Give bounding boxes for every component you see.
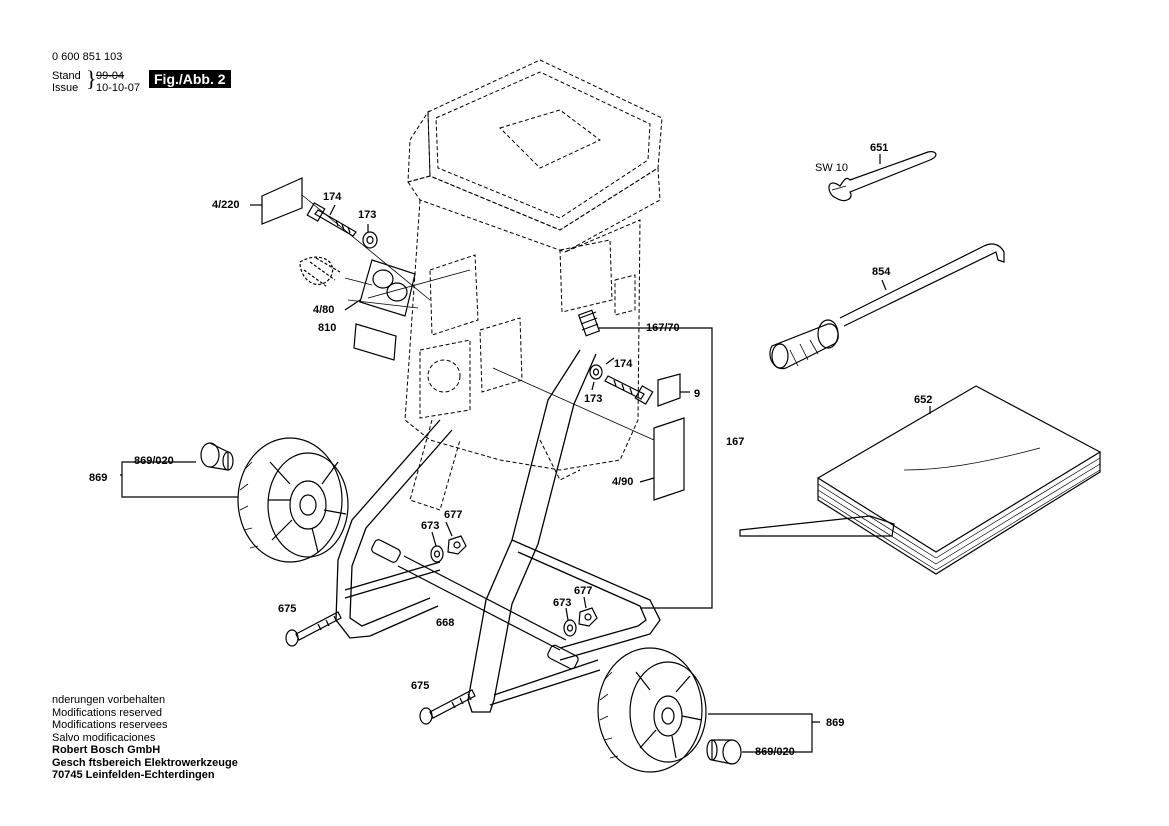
- stand-label: Stand: [52, 70, 81, 82]
- callout-4-80: 4/80: [313, 304, 335, 316]
- screw-174-top: [306, 202, 357, 237]
- callout-673-right: 673: [553, 597, 572, 609]
- bolt-675-left: [285, 611, 342, 647]
- label-4-90: [653, 417, 685, 501]
- handle-bar-854: [769, 243, 1005, 370]
- grease-nipple-167-70: [577, 309, 601, 337]
- callout-174-mid: 174: [614, 358, 633, 370]
- nut-677-right: [578, 607, 598, 627]
- nut-677-left: [447, 535, 467, 555]
- footer-notes: nderungen vorbehalten Modifications rese…: [52, 694, 238, 782]
- callout-167-70: 167/70: [646, 322, 680, 334]
- washer-673-left: [430, 545, 444, 563]
- callout-167: 167: [726, 436, 745, 448]
- callout-810: 810: [318, 322, 337, 334]
- footer-line-5: Robert Bosch GmbH: [52, 744, 161, 756]
- footer-line-4: Salvo modificaciones: [52, 731, 156, 744]
- callout-sw10: SW 10: [815, 162, 849, 174]
- callout-174-top: 174: [323, 191, 342, 203]
- hub-cap-left: [200, 442, 234, 471]
- callout-668: 668: [436, 617, 455, 629]
- callout-869-left: 869: [89, 472, 108, 484]
- footer-line-3: Modifications reservees: [52, 719, 168, 731]
- label-9: [657, 373, 681, 407]
- callout-651: 651: [870, 142, 889, 154]
- figure-tag: Fig./Abb. 2: [149, 70, 231, 88]
- washer-173-top: [362, 231, 378, 249]
- hub-cap-right: [706, 739, 742, 765]
- callout-9: 9: [694, 388, 701, 400]
- axle-668: [371, 539, 579, 670]
- wrench-651: [828, 151, 937, 202]
- washer-173-mid: [589, 364, 603, 380]
- screw-174-mid: [604, 375, 654, 405]
- shredder-housing-outline: [404, 59, 663, 511]
- callout-4-220: 4/220: [212, 199, 240, 211]
- wheel-right: [597, 647, 707, 773]
- footer-line-6: Gesch ftsbereich Elektrowerkzeuge: [52, 756, 238, 769]
- footer-line-1: nderungen vorbehalten: [52, 694, 166, 706]
- footer-line-2: Modifications reserved: [52, 706, 163, 719]
- callout-675-right: 675: [411, 680, 430, 692]
- cover-plate-4-80: [359, 259, 416, 317]
- callout-4-90: 4/90: [612, 476, 634, 488]
- callout-854: 854: [872, 266, 891, 278]
- issue-value: 10-10-07: [96, 82, 141, 94]
- washer-673-right: [563, 619, 577, 637]
- label-4-220: [261, 177, 303, 225]
- wheel-left: [237, 437, 349, 563]
- callout-869-020-right: 869/020: [755, 746, 795, 758]
- callout-675-left: 675: [278, 603, 297, 615]
- callout-869-020-left: 869/020: [134, 455, 174, 467]
- label-810: [353, 323, 397, 361]
- part-number: 0 600 851 103: [52, 51, 123, 63]
- callout-677-right: 677: [574, 585, 593, 597]
- callout-677-left: 677: [444, 509, 463, 521]
- frame-167: [335, 349, 661, 713]
- callout-173-top: 173: [358, 209, 377, 221]
- manual-652: [739, 385, 1102, 575]
- callout-173-mid: 173: [584, 393, 603, 405]
- spring-part: [299, 256, 341, 287]
- issue-label: Issue: [52, 82, 79, 94]
- brace-glyph: }: [86, 66, 97, 91]
- stand-value: 99-04: [96, 70, 125, 82]
- footer-line-7: 70745 Leinfelden-Echterdingen: [52, 769, 215, 781]
- callout-652: 652: [914, 394, 933, 406]
- callout-869-right: 869: [826, 717, 845, 729]
- bolt-675-right: [419, 689, 476, 725]
- callout-673-left: 673: [421, 520, 440, 532]
